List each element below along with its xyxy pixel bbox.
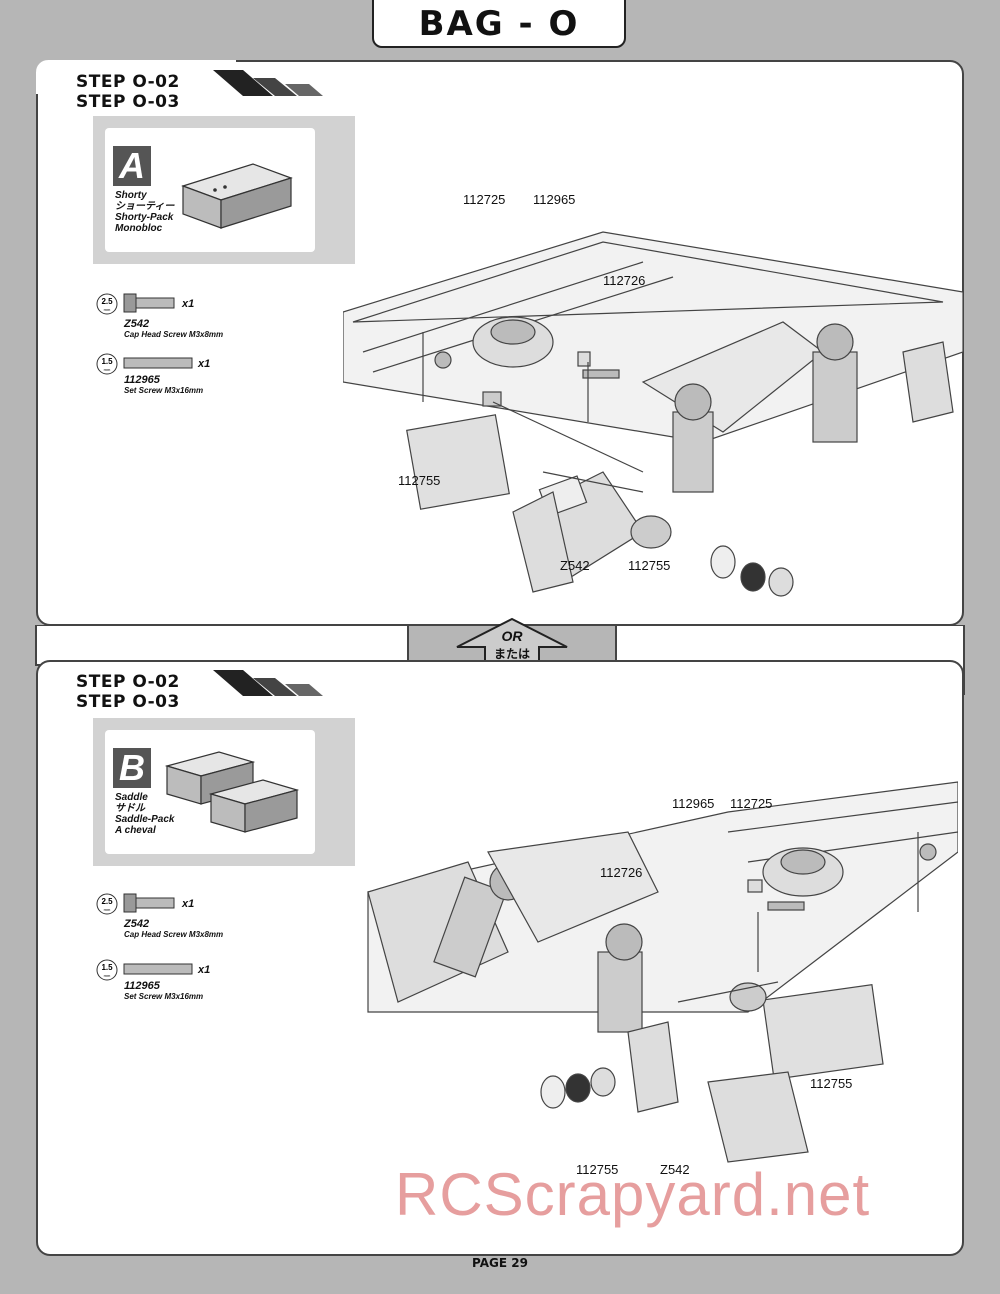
screw-112965: 1.5 mm x1 112965 Set Screw M3x16mm	[96, 352, 216, 395]
watermark: RCScrapyard.net	[395, 1161, 871, 1228]
part-callout: 112755	[628, 558, 671, 573]
svg-text:2.5: 2.5	[101, 897, 113, 906]
step-stripes-decoration	[213, 70, 323, 96]
option-b-labels: Saddle サドル Saddle-Pack A cheval	[115, 792, 175, 836]
svg-text:mm: mm	[104, 307, 111, 312]
cap-head-screw-icon: 2.5 mm	[96, 293, 175, 315]
step-panel-option-b: STEP O-02 STEP O-03 B Saddle サドル Saddle-…	[36, 660, 964, 1256]
screw-desc: Set Screw M3x16mm	[124, 386, 204, 395]
part-callout: 112726	[603, 273, 646, 288]
or-label-ja: または	[493, 647, 530, 661]
part-callout: Z542	[660, 1162, 690, 1177]
svg-text:1.5: 1.5	[101, 963, 113, 972]
step-panel-option-a: STEP O-02 STEP O-03 A Shorty ショーティー Shor…	[36, 60, 964, 626]
shorty-battery-illustration	[181, 163, 293, 229]
screw-qty: x1	[198, 358, 211, 370]
part-callout: 112965	[533, 192, 576, 207]
part-callout: 112725	[730, 796, 773, 811]
screw-112965: 1.5 mm x1 112965 Set Screw M3x16mm	[96, 958, 216, 1001]
svg-text:mm: mm	[104, 973, 111, 978]
screw-z542: 2.5 mm x1 Z542 Cap Head Screw M3x8mm	[96, 290, 223, 339]
battery-option-a-box: A Shorty ショーティー Shorty-Pack Monobloc	[93, 116, 355, 264]
part-callout: 112725	[463, 192, 506, 207]
tool-size: 2.5	[101, 297, 113, 306]
screw-desc: Set Screw M3x16mm	[124, 992, 204, 1001]
option-letter-a: A	[113, 146, 151, 186]
or-label: OR	[501, 628, 523, 644]
part-callout: 112755	[810, 1076, 853, 1091]
screw-code: Z542	[124, 318, 150, 330]
option-a-labels: Shorty ショーティー Shorty-Pack Monobloc	[115, 190, 175, 234]
set-screw-icon: 1.5 mm	[96, 959, 193, 981]
part-callout: 112755	[576, 1162, 619, 1177]
step-heading: STEP O-02 STEP O-03	[76, 72, 180, 112]
bag-title: BAG - O	[418, 4, 580, 44]
part-callout: Z542	[560, 558, 590, 573]
screw-z542: 2.5 mm x1 Z542 Cap Head Screw M3x8mm	[96, 890, 223, 939]
screw-qty: x1	[182, 898, 195, 910]
screw-desc: Cap Head Screw M3x8mm	[124, 930, 224, 939]
option-letter-b: B	[113, 748, 151, 788]
screw-code: 112965	[124, 980, 160, 992]
part-callout: 112726	[600, 865, 643, 880]
screw-code: Z542	[124, 918, 150, 930]
part-callout: 112965	[672, 796, 715, 811]
svg-text:mm: mm	[104, 907, 111, 912]
screw-code: 112965	[124, 374, 160, 386]
part-callout: 112755	[398, 473, 441, 488]
screw-desc: Cap Head Screw M3x8mm	[124, 330, 224, 339]
step-number-2: STEP O-03	[76, 692, 180, 712]
chassis-assembly-diagram-b	[367, 781, 958, 1163]
page-number: PAGE 29	[472, 1256, 528, 1270]
battery-option-b-box: B Saddle サドル Saddle-Pack A cheval	[93, 718, 355, 866]
svg-text:1.5: 1.5	[101, 357, 113, 366]
saddle-battery-illustration	[164, 751, 300, 833]
chassis-assembly-diagram-a	[343, 231, 963, 597]
screw-qty: x1	[182, 298, 195, 310]
cap-head-screw-icon: 2.5 mm	[96, 893, 175, 915]
step-number-2: STEP O-03	[76, 92, 180, 112]
bag-title-tab: BAG - O	[372, 0, 626, 48]
set-screw-icon: 1.5 mm	[96, 353, 193, 375]
step-stripes-decoration	[213, 670, 323, 696]
screw-qty: x1	[198, 964, 211, 976]
step-number-1: STEP O-02	[76, 72, 180, 92]
svg-text:mm: mm	[104, 367, 111, 372]
step-number-1: STEP O-02	[76, 672, 180, 692]
step-heading: STEP O-02 STEP O-03	[76, 672, 180, 712]
